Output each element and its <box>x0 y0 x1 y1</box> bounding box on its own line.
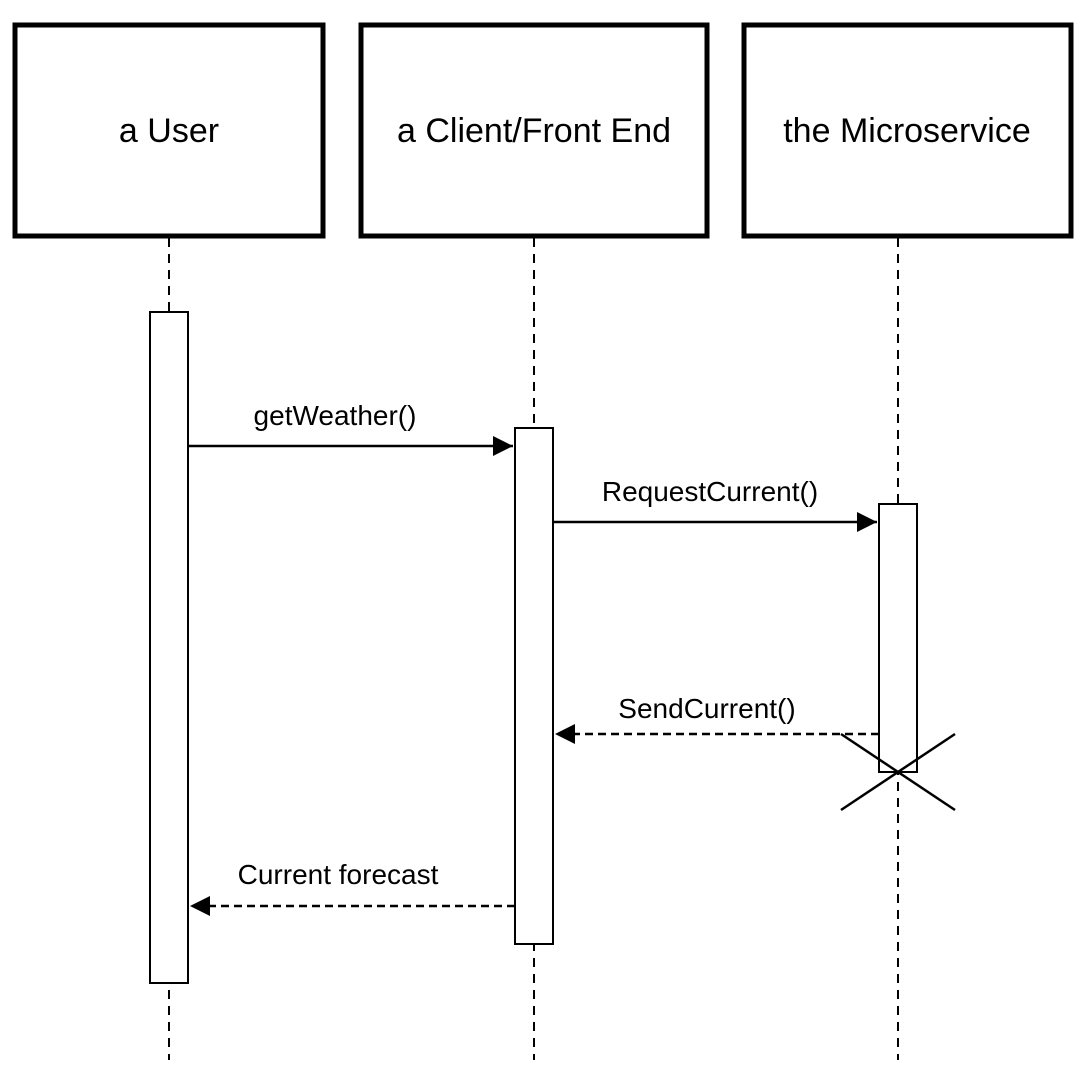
participant-user: a User <box>12 22 326 239</box>
activation-user <box>149 311 189 984</box>
participant-label-client: a Client/Front End <box>397 112 671 150</box>
message-label-send-current: SendCurrent() <box>618 693 795 724</box>
participant-box-user <box>12 22 326 239</box>
participant-client: a Client/Front End <box>358 22 710 239</box>
participant-box-microservice <box>741 22 1074 239</box>
message-get-weather: getWeather() <box>188 400 513 456</box>
message-request-current: RequestCurrent() <box>553 476 877 532</box>
participant-box-client <box>358 22 710 239</box>
message-label-current-forecast: Current forecast <box>238 859 439 890</box>
destroy-x-icon <box>840 732 956 812</box>
activation-client <box>514 427 554 945</box>
message-label-request-current: RequestCurrent() <box>602 476 818 507</box>
message-current-forecast: Current forecast <box>190 859 515 916</box>
activation-microservice <box>878 503 918 773</box>
message-send-current: SendCurrent() <box>555 693 879 744</box>
participant-label-user: a User <box>119 112 219 150</box>
message-label-get-weather: getWeather() <box>254 400 417 431</box>
participant-label-microservice: the Microservice <box>783 112 1031 150</box>
participant-microservice: the Microservice <box>741 22 1074 239</box>
